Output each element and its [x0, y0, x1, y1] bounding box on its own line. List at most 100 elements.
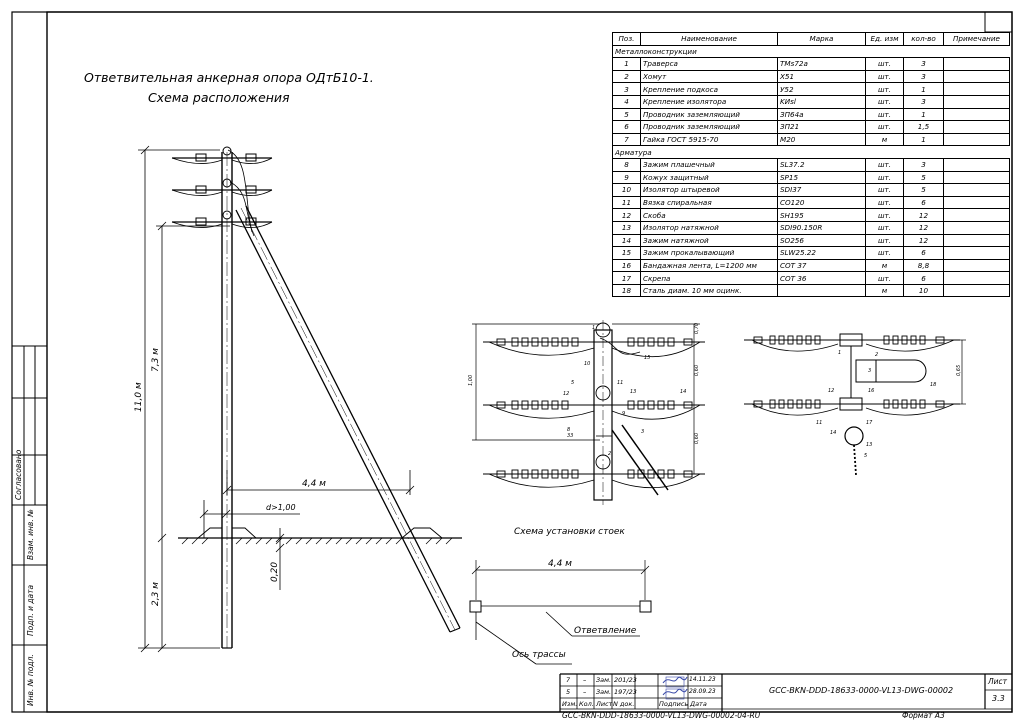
spec-cell: CO120: [777, 195, 866, 210]
spec-cell: 8,8: [903, 258, 944, 273]
spec-cell: ЗП64а: [777, 107, 866, 122]
spec-cell: 17: [612, 271, 641, 285]
spec-header: Ед. изм: [865, 32, 904, 46]
dim-below: 2,3 м: [151, 582, 161, 606]
spec-section-title: Металлоконструкции: [612, 44, 1010, 59]
left-strip: [11, 345, 48, 713]
rev-1-num: 7: [566, 676, 571, 684]
callout: 3: [641, 429, 644, 435]
spec-cell: X51: [777, 69, 866, 84]
spec-cell: 15: [612, 246, 641, 260]
spec-cell: 3: [612, 82, 641, 96]
spec-section-row: Арматура: [612, 145, 1010, 159]
callout: 12: [828, 388, 834, 394]
spec-cell: шт.: [865, 82, 904, 96]
spec-cell: Кожух защитный: [640, 170, 778, 185]
drawing-title-line1: Ответвительная анкерная опора ОДтБ10-1.: [84, 70, 374, 85]
spec-cell: 5: [612, 107, 641, 122]
stamp-h-list: Лист: [596, 700, 613, 708]
spec-cell: Хомут: [640, 69, 778, 84]
spec-cell: 5: [903, 170, 944, 185]
spec-header: Наименование: [640, 32, 778, 46]
spec-cell: 12: [903, 233, 944, 248]
stamp-h-ndok: N док.: [613, 700, 635, 708]
spec-cell: 12: [903, 220, 944, 235]
stamp-grid: [559, 673, 1012, 712]
spec-cell: шт.: [865, 170, 904, 185]
spec-cell: шт.: [865, 120, 904, 134]
spec-cell: шт.: [865, 271, 904, 285]
spec-cell: [943, 258, 1010, 273]
spec-cell: COT 37: [777, 258, 866, 273]
callout: 11: [617, 380, 623, 386]
spec-cell: шт.: [865, 57, 904, 71]
spec-cell: 9: [612, 170, 641, 185]
spec-cell: Зажим натяжной: [640, 233, 778, 248]
rev-1-date: 14.11.23: [689, 676, 716, 683]
spec-cell: 18: [612, 283, 641, 298]
spec-cell: [943, 94, 1010, 109]
spec-cell: [943, 170, 1010, 185]
spec-cell: 1: [903, 107, 944, 122]
spec-cell: М20: [777, 132, 866, 147]
spec-cell: шт.: [865, 183, 904, 197]
callout: 14: [830, 430, 836, 436]
spec-cell: 7: [612, 132, 641, 147]
spec-cell: шт.: [865, 69, 904, 84]
spec-cell: Крепление подкоса: [640, 82, 778, 96]
spec-cell: [943, 157, 1010, 172]
spec-cell: 6: [903, 195, 944, 210]
spec-cell: 1,5: [903, 120, 944, 134]
corner-box: [984, 11, 1013, 33]
spec-cell: 3: [903, 157, 944, 172]
detail-callouts: 1 15 10 5 11 13 12 14 8 33 9 3 2: [563, 325, 686, 457]
spec-cell: Изолятор штыревой: [640, 183, 778, 197]
spec-cell: [943, 183, 1010, 197]
signature-box-1: [665, 676, 685, 688]
callout: 1: [838, 350, 841, 356]
rev-2-date: 28.09.23: [689, 688, 716, 695]
pole-elevation: [171, 146, 462, 649]
callout: 5: [571, 380, 574, 386]
spec-cell: 10: [903, 283, 944, 298]
spec-cell: У52: [777, 82, 866, 96]
dim-ins-3: 0,60: [694, 365, 700, 376]
spec-cell: Вязка спиральная: [640, 195, 778, 210]
rev-2-sheet: Зам.: [596, 688, 612, 696]
stamp-h-sign: Подпись: [659, 700, 689, 708]
spec-cell: [943, 107, 1010, 122]
spec-cell: 3: [903, 69, 944, 84]
spec-cell: [943, 69, 1010, 84]
callout: 12: [563, 391, 569, 397]
spec-cell: Зажим плашечный: [640, 157, 778, 172]
callout: 1: [592, 325, 595, 331]
callout: 16: [868, 388, 874, 394]
callout: 15: [644, 355, 650, 361]
spec-cell: [943, 57, 1010, 71]
spec-header: Примечание: [943, 32, 1010, 46]
spec-cell: 6: [903, 246, 944, 260]
spec-cell: Крепление изолятора: [640, 94, 778, 109]
branch-label: Ответвление: [574, 626, 637, 636]
callout: 33: [567, 433, 573, 439]
callout: 3: [868, 368, 871, 374]
dim-depth: 0,20: [270, 562, 280, 582]
spec-header: Поз.: [612, 32, 641, 46]
spec-cell: ЗП21: [777, 120, 866, 134]
dim-span: 4,4 м: [302, 479, 326, 489]
callout: 13: [866, 442, 872, 448]
spec-cell: шт.: [865, 195, 904, 210]
callout: 18: [930, 382, 936, 388]
stamp-h-kol: Кол.: [579, 700, 594, 708]
